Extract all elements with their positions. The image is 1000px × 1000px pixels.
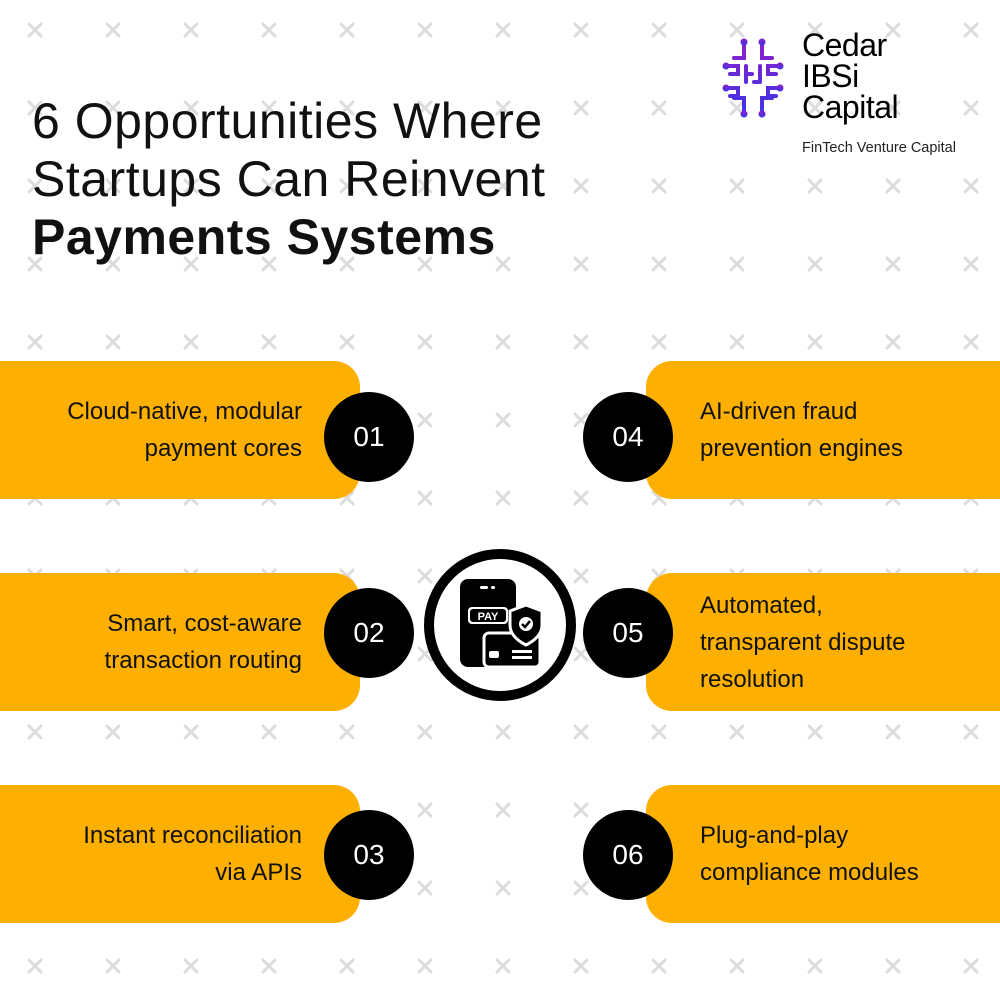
number-badge: 06	[583, 810, 673, 900]
card-text: Automated,	[700, 591, 823, 619]
card-text: resolution	[700, 665, 805, 693]
card-text: Instant reconciliation	[83, 822, 302, 849]
card-text: Plug-and-play	[700, 822, 849, 849]
number-badge: 03	[324, 810, 414, 900]
card-text: transparent dispute	[700, 628, 906, 656]
number-badge: 02	[324, 588, 414, 678]
pay-label: PAY	[478, 611, 499, 623]
opportunity-card-05: Automated, transparent dispute resolution	[646, 573, 1000, 711]
logo-line: Cedar	[802, 27, 887, 63]
mobile-payment-shield-icon: PAY	[460, 579, 544, 669]
opportunity-card-01: Cloud-native, modular payment cores	[0, 361, 360, 499]
center-icon-circle: PAY	[424, 549, 576, 701]
number-badge: 04	[583, 392, 673, 482]
opportunity-card-02: Smart, cost-aware transaction routing	[0, 573, 360, 711]
logo-line: IBSi	[802, 58, 859, 94]
card-text: payment cores	[144, 435, 302, 462]
cedar-logo-icon	[722, 38, 784, 118]
card-text: transaction routing	[104, 647, 302, 674]
page-title: 6 Opportunities Where Startups Can Reinv…	[32, 92, 546, 266]
opportunity-card-04: AI-driven fraud prevention engines	[646, 361, 1000, 499]
logo-tagline: FinTech Venture Capital	[802, 140, 956, 156]
card-text: Smart, cost-aware	[107, 610, 302, 637]
logo-wordmark: Cedar IBSi Capital	[802, 27, 899, 125]
card-text: Cloud-native, modular	[67, 398, 302, 425]
opportunity-card-06: Plug-and-play compliance modules	[646, 785, 1000, 923]
card-text: AI-driven fraud	[700, 398, 858, 425]
logo-line: Capital	[802, 89, 899, 125]
number-badge: 05	[583, 588, 673, 678]
card-text: compliance modules	[700, 859, 919, 886]
title-bold-line: Payments Systems	[32, 209, 496, 265]
title-line: 6 Opportunities Where	[32, 93, 543, 149]
title-line: Startups Can Reinvent	[32, 151, 546, 207]
opportunity-card-03: Instant reconciliation via APIs	[0, 785, 360, 923]
card-text: prevention engines	[700, 435, 903, 462]
number-badge: 01	[324, 392, 414, 482]
card-text: via APIs	[215, 859, 302, 886]
